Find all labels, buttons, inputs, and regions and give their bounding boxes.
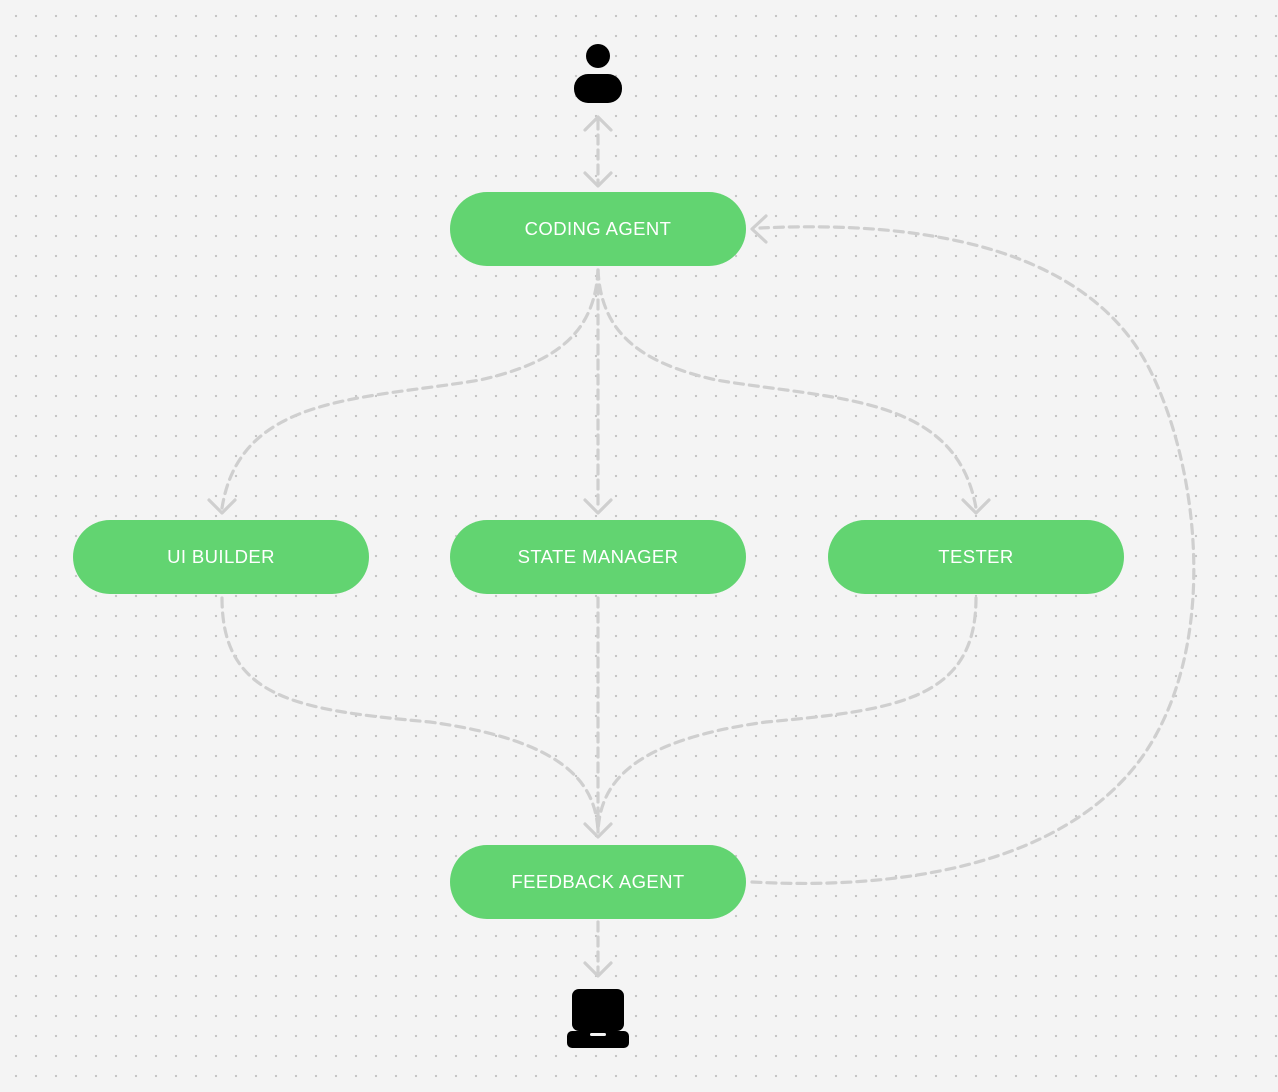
laptop-icon — [567, 989, 629, 1048]
edge-arrowhead — [961, 498, 991, 515]
edge-coding-ui — [220, 268, 600, 510]
edge-ui-feedback — [220, 596, 600, 834]
edge-arrowhead-down — [583, 171, 613, 188]
edge-arrowhead — [583, 498, 613, 515]
edge-feedback-coding — [750, 225, 1196, 886]
edge-arrowhead-up — [583, 115, 613, 132]
edge-arrowhead — [583, 822, 613, 839]
node-feedback-agent[interactable]: FEEDBACK AGENT — [450, 845, 746, 919]
edge-arrowhead — [583, 961, 613, 978]
edge-arrowhead-left — [750, 214, 768, 244]
edge-arrowhead — [207, 498, 237, 515]
node-label: STATE MANAGER — [517, 546, 679, 567]
node-label: FEEDBACK AGENT — [511, 871, 685, 892]
node-label: CODING AGENT — [524, 218, 672, 239]
node-coding-agent[interactable]: CODING AGENT — [450, 192, 746, 266]
node-label: UI BUILDER — [167, 546, 275, 567]
node-ui-builder[interactable]: UI BUILDER — [73, 520, 369, 594]
user-icon — [574, 44, 622, 103]
node-tester[interactable]: TESTER — [828, 520, 1124, 594]
edge-tester-feedback — [596, 596, 978, 834]
node-label: TESTER — [938, 546, 1014, 567]
edge-coding-tester — [596, 268, 978, 510]
node-state-manager[interactable]: STATE MANAGER — [450, 520, 746, 594]
